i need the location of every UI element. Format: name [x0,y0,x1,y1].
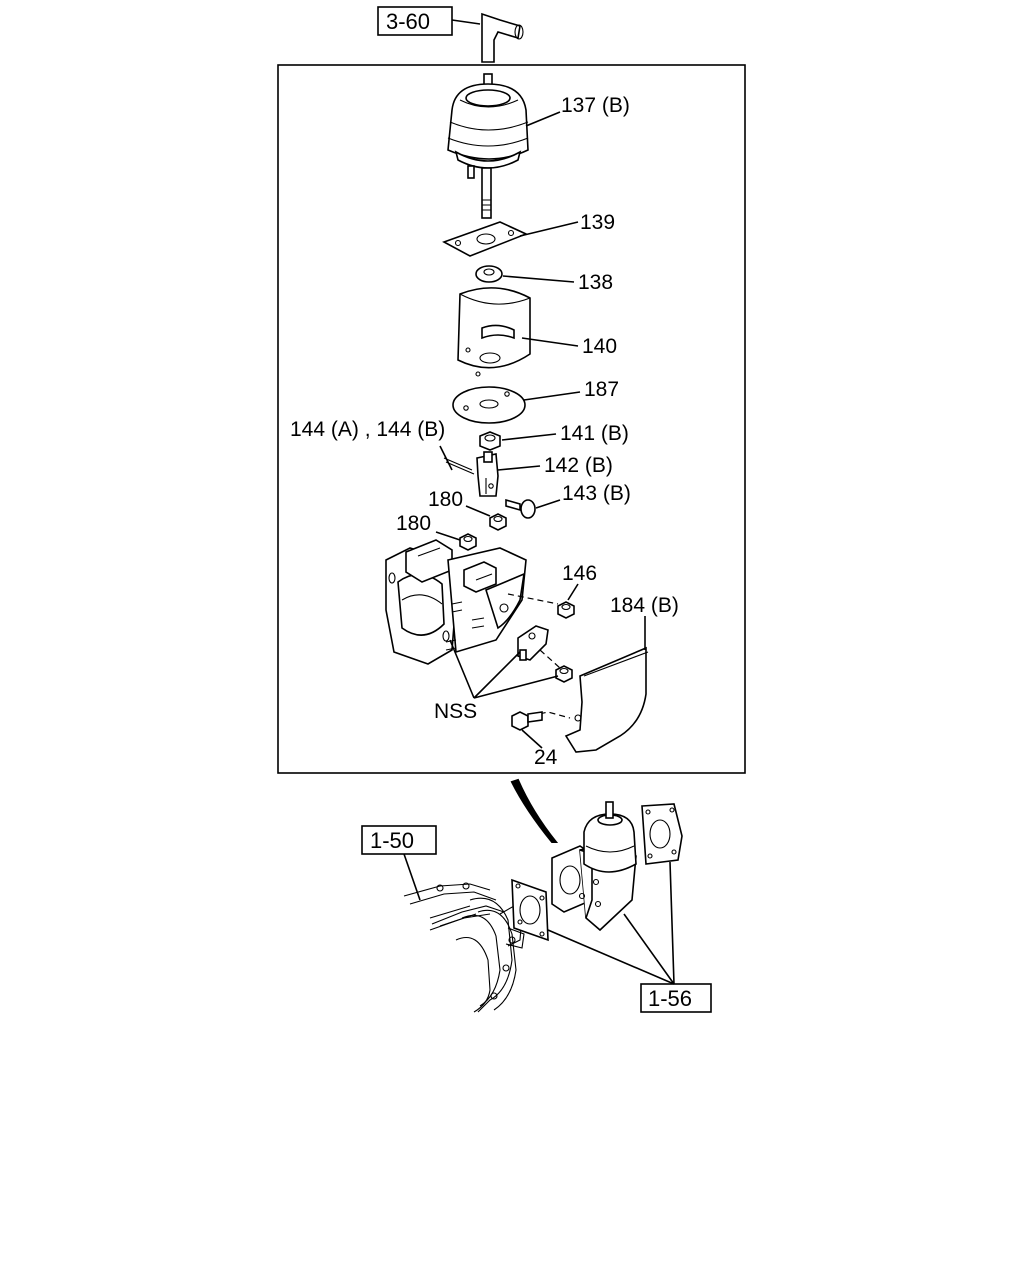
leader-nss [449,639,559,699]
label-141: 141 (B) [560,422,629,445]
leader-142 [497,465,541,471]
plate-139[interactable] [442,221,529,257]
label-142: 142 (B) [544,454,613,477]
washer-138[interactable] [475,265,503,283]
label-180-lower: 180 [396,512,431,535]
nut-180-lower[interactable] [459,533,477,551]
label-24: 24 [534,746,558,769]
cotter-pin-144[interactable] [443,457,475,475]
leader-139 [519,221,579,237]
ref-box-1-56[interactable]: 1-56 [640,983,712,1013]
leader-180-upper [465,505,491,517]
ref-leader-3-60 [451,19,481,25]
label-139: 139 [580,211,615,234]
assembly-frame [277,64,746,774]
gasket-right [641,803,683,865]
align-line-lower [539,649,561,669]
ref-label-1-50: 1-50 [370,828,414,853]
label-187: 187 [584,378,619,401]
disc-187[interactable] [452,386,526,424]
lever-plate [517,625,549,661]
nut-141[interactable] [479,431,501,451]
leader-24 [521,729,543,749]
ref-label-3-60: 3-60 [386,9,430,34]
label-143: 143 (B) [562,482,631,505]
nut-180-upper[interactable] [489,513,507,531]
ref-leader-1-50 [403,853,421,901]
label-146: 146 [562,562,597,585]
leader-140 [521,337,579,347]
actuator-137[interactable] [447,73,529,219]
nut-lower [555,665,573,683]
label-184: 184 (B) [610,594,679,617]
nut-146[interactable] [557,601,575,619]
label-137: 137 (B) [561,94,630,117]
leader-180-lower [435,531,461,541]
label-180-upper: 180 [428,488,463,511]
leader-138 [502,275,575,283]
clevis-142[interactable] [476,451,499,497]
exhaust-manifold [403,882,525,1013]
leader-144 [439,445,453,471]
ref-box-3-60[interactable]: 3-60 [377,6,453,36]
leader-146 [567,583,579,601]
valve-assembly-overview [551,801,637,932]
callout-arrow [510,778,559,843]
heat-shield-140[interactable] [457,287,531,377]
leader-187 [523,391,581,401]
vacuum-hose [481,12,524,63]
shield-184[interactable] [564,646,649,753]
align-line-24 [529,711,571,719]
gasket-left [511,878,549,942]
leader-141 [501,433,557,441]
bolt-24[interactable] [511,711,543,731]
label-144: 144 (A) , 144 (B) [290,418,445,441]
ref-box-1-50[interactable]: 1-50 [361,825,437,855]
valve-housing[interactable] [385,539,527,665]
label-140: 140 [582,335,617,358]
ref-label-1-56: 1-56 [648,986,692,1011]
align-line-146 [507,593,559,605]
label-138: 138 [578,271,613,294]
leader-137 [525,111,561,127]
ref-leader-1-56 [547,861,675,985]
leader-143 [535,499,561,509]
pin-143[interactable] [505,498,536,519]
label-nss: NSS [434,700,477,723]
